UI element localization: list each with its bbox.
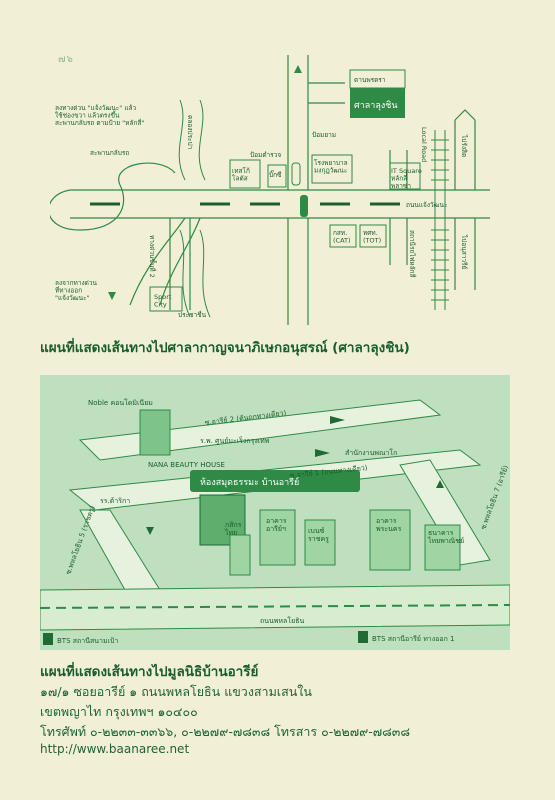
label-kasikorn: กสิกรไทย bbox=[224, 521, 242, 537]
label-hospital: โรงพยาบาลมงกุฎวัฒนะ bbox=[314, 159, 348, 174]
label-tot: ทศท.(TOT) bbox=[363, 229, 381, 244]
label-chaeng-road: ถนนแจ้งวัฒนะ bbox=[406, 201, 447, 209]
label-phahon-road: ถนนพหลโยธิน bbox=[260, 616, 304, 625]
caption-map-2: แผนที่แสดงเส้นทางไปมูลนิธิบ้านอารีย์ bbox=[40, 664, 259, 680]
label-bts-saphan: BTS สถานีสนามเป้า bbox=[57, 637, 118, 645]
caption-map-1: แผนที่แสดงเส้นทางไปศาลากาญจนาภิเษกอนุสรณ… bbox=[40, 340, 410, 356]
address-line-3: โทรศัพท์ ๐-๒๒๓๓-๓๓๖๖, ๐-๒๒๗๙-๗๘๓๘ โทรสาร… bbox=[40, 724, 410, 739]
label-noble: Noble คอนโดมิเนียม bbox=[88, 398, 153, 407]
address-line-2: เขตพญาไท กรุงเทพฯ ๑๐๔๐๐ bbox=[40, 704, 198, 719]
label-tollway-exit: ลงทางด่วน "แจ้งวัฒนะ" แล้วใช้ช่องขวา แล้… bbox=[55, 104, 144, 127]
label-lotus: เทสโก้โลตัส bbox=[232, 167, 250, 182]
label-library: ห้องสมุดธรรมะ บ้านอารีย์ bbox=[200, 476, 299, 488]
label-nana: NANA BEAUTY HOUSE bbox=[148, 461, 225, 469]
label-to-nonthaburi: ไปรังสิต bbox=[460, 134, 468, 157]
label-police: ป้อมตำรวจ bbox=[250, 151, 281, 159]
label-hospital: ร.พ. ศูนย์มะเร็งกรุงเทพ bbox=[200, 436, 270, 445]
label-prachachuen: ประชาชื่น bbox=[178, 310, 207, 319]
label-big-c: บิ๊กซี bbox=[269, 170, 282, 179]
label-station: สถานีรถไฟหลักสี่ bbox=[408, 230, 417, 277]
label-to-lak-si: ไปอนุสาวรีย์ bbox=[460, 234, 468, 270]
label-ari-place: อาคารอารีย์ฯ bbox=[266, 517, 287, 533]
label-bangkok-bank: ธนาคารไทยพาณิชย์ bbox=[427, 529, 464, 545]
label-from-express: ลงจากทางด่วนที่ทางออก"แจ้งวัฒนะ" bbox=[55, 279, 98, 302]
address-line-1: ๑๗/๑ ซอยอารีย์ ๑ ถนนพหลโยธิน แขวงสามเสนใ… bbox=[40, 684, 312, 699]
label-cat: กสท.(CAT) bbox=[333, 229, 351, 244]
map-baan-aree: Noble คอนโดมิเนียม ซ.อารีย์ 2 (ตันถกทางเ… bbox=[40, 375, 510, 650]
label-office: สำนักงานพณาโก bbox=[345, 448, 397, 457]
website-link[interactable]: http://www.baanaree.net bbox=[40, 742, 190, 756]
map-sala-lung-chin: ตานพรตรา ศาลาลุงชิน ป้อมยาม โรงพยาบาลมงก… bbox=[50, 55, 490, 325]
label-benz: เบนซ์ราชครู bbox=[308, 527, 329, 543]
label-local-road: Local Road bbox=[420, 127, 428, 162]
label-bts-ari: BTS สถานีอารีย์ ทางออก 1 bbox=[372, 635, 454, 643]
label-bridge: สะพานกลับรถ bbox=[90, 149, 129, 157]
label-express: ทางด่วนขั้นที่ 2 bbox=[148, 235, 157, 278]
label-pranakorn: อาคารพระนคร bbox=[376, 517, 402, 533]
label-sala-top: ตานพรตรา bbox=[354, 76, 386, 84]
page-number: ๗๖ bbox=[58, 54, 74, 65]
label-gas: ป้อมยาม bbox=[312, 131, 336, 139]
label-canal: คลองประปา bbox=[186, 115, 194, 150]
label-sala: ศาลาลุงชิน bbox=[354, 100, 398, 111]
label-school: รร.ต้าริกา bbox=[100, 497, 130, 505]
